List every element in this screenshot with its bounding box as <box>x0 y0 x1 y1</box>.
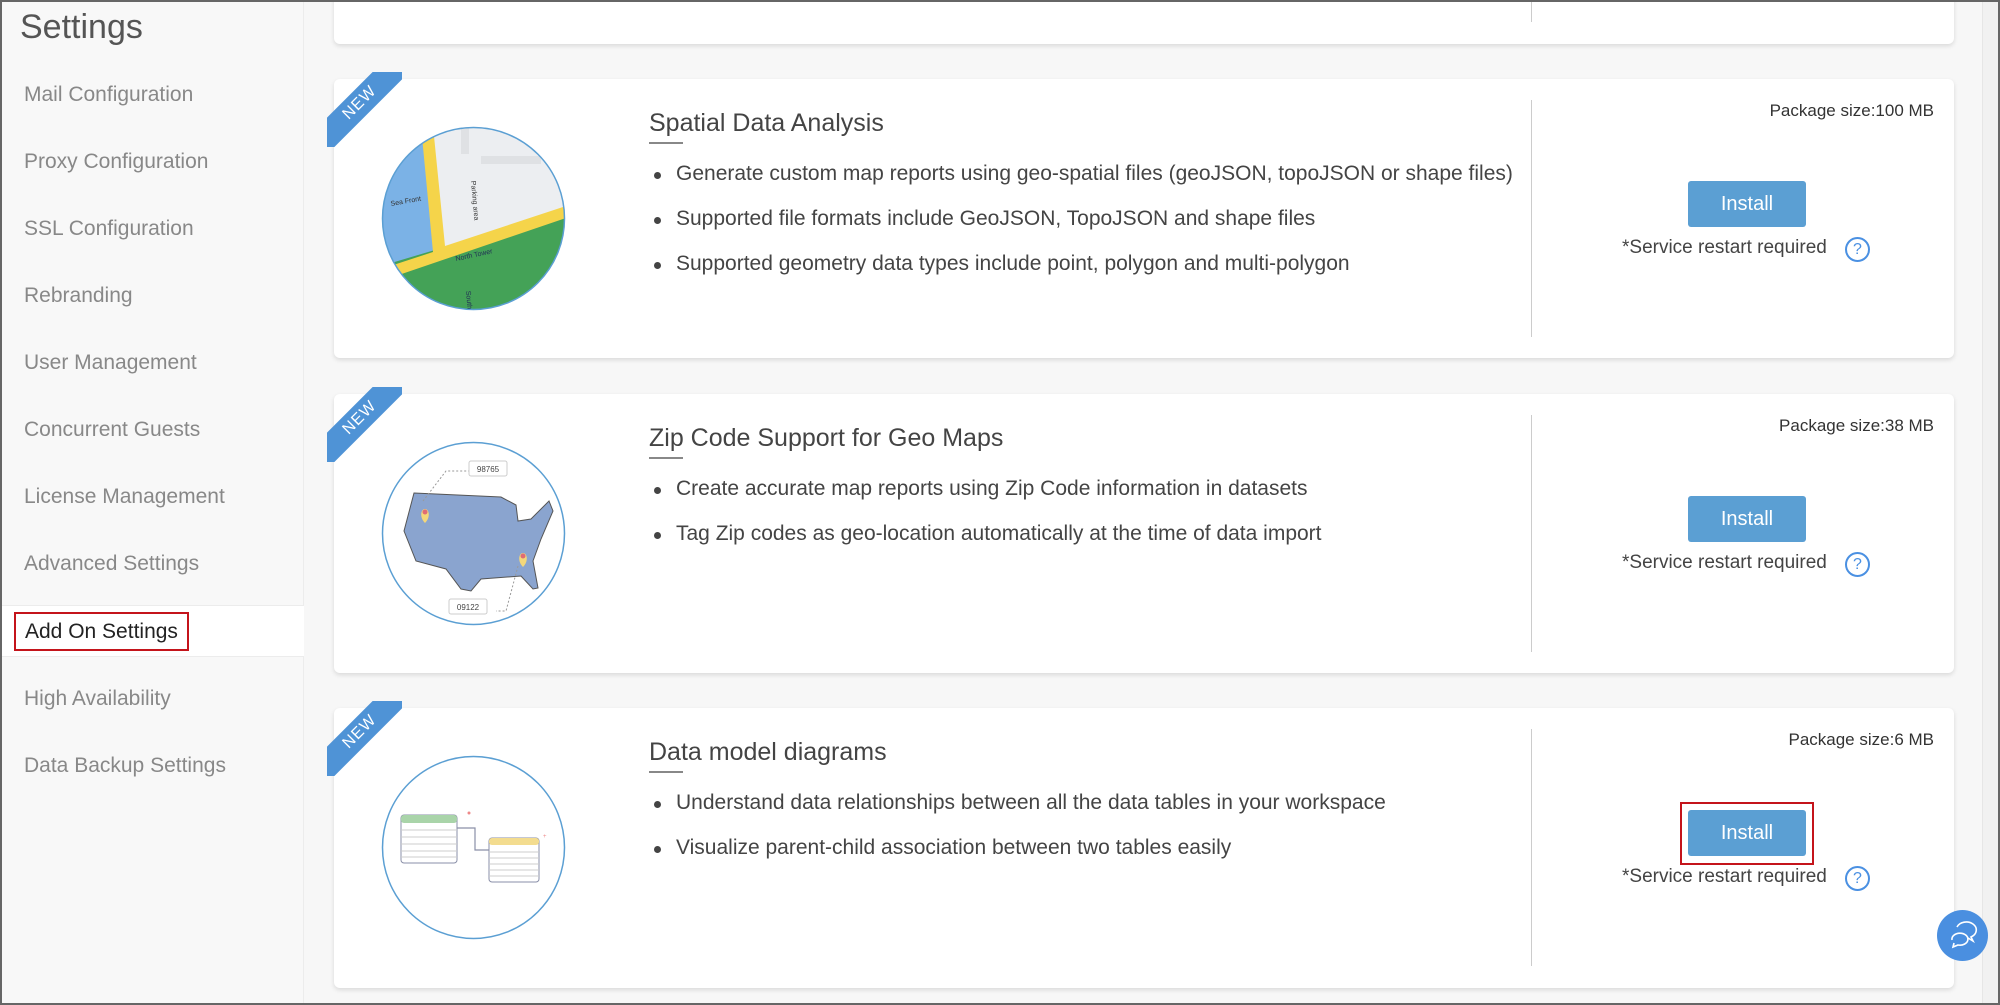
feature-item: Tag Zip codes as geo-location automatica… <box>654 522 1322 567</box>
sidebar-item-concurrent-guests[interactable]: Concurrent Guests <box>2 404 304 456</box>
help-icon[interactable]: ? <box>1845 866 1870 891</box>
sidebar-item-label: Concurrent Guests <box>24 418 201 441</box>
package-size: Package size:6 MB <box>1788 730 1934 749</box>
sidebar-item-proxy-configuration[interactable]: Proxy Configuration <box>2 136 304 188</box>
addon-card-zip-code-support: NEW 98765 09122 Zip Code Support for Geo… <box>327 387 1954 673</box>
highlight-box <box>1680 802 1814 865</box>
addon-title: Zip Code Support for Geo Maps <box>649 424 1004 459</box>
addon-card-spatial-data-analysis: NEW Sea Front Parking area North Tower S… <box>327 72 1954 358</box>
zip-label: 09122 <box>457 603 480 612</box>
divider <box>1531 729 1532 966</box>
chat-bubbles-icon <box>1951 921 1978 949</box>
feature-list: Understand data relationships between al… <box>654 791 1386 881</box>
map-label: Parking area <box>469 181 479 221</box>
sidebar-item-label: High Availability <box>24 687 171 710</box>
spatial-map-illustration: Sea Front Parking area North Tower South <box>381 126 566 311</box>
help-icon[interactable]: ? <box>1845 552 1870 577</box>
sidebar-item-label: User Management <box>24 351 197 374</box>
sidebar-item-license-management[interactable]: License Management <box>2 471 304 523</box>
feature-list: Generate custom map reports using geo-sp… <box>654 162 1513 297</box>
sidebar-item-high-availability[interactable]: High Availability <box>2 673 304 725</box>
divider <box>1531 415 1532 652</box>
install-button[interactable]: Install <box>1688 181 1806 227</box>
map-label: South <box>464 291 473 310</box>
install-button[interactable]: Install <box>1688 496 1806 542</box>
sidebar-item-label: Proxy Configuration <box>24 150 209 173</box>
feature-list: Create accurate map reports using Zip Co… <box>654 477 1322 567</box>
sidebar-item-mail-configuration[interactable]: Mail Configuration <box>2 69 304 121</box>
sidebar-item-data-backup-settings[interactable]: Data Backup Settings <box>2 740 304 792</box>
restart-note: *Service restart required <box>1622 237 1827 258</box>
feature-item: Generate custom map reports using geo-sp… <box>654 162 1513 207</box>
addon-card-previous <box>334 2 1954 44</box>
feature-item: Supported geometry data types include po… <box>654 252 1513 297</box>
restart-note: *Service restart required <box>1622 552 1827 573</box>
feature-item: Supported file formats include GeoJSON, … <box>654 207 1513 252</box>
restart-note: *Service restart required <box>1622 866 1827 887</box>
package-size: Package size:38 MB <box>1779 416 1934 435</box>
sidebar-item-add-on-settings[interactable]: Add On Settings <box>2 605 304 657</box>
us-map-illustration: 98765 09122 <box>381 441 566 626</box>
divider <box>1531 2 1532 22</box>
sidebar-item-label: Rebranding <box>24 284 133 307</box>
feature-item: Understand data relationships between al… <box>654 791 1386 836</box>
divider <box>1531 100 1532 337</box>
package-size: Package size:100 MB <box>1769 101 1934 120</box>
scrollbar[interactable] <box>1982 2 1998 1003</box>
zip-label: 98765 <box>477 465 500 474</box>
data-model-illustration: + <box>381 755 566 940</box>
feature-item: Create accurate map reports using Zip Co… <box>654 477 1322 522</box>
addon-card-data-model-diagrams: NEW + Data model diagrams Understand dat… <box>327 701 1954 988</box>
sidebar-item-label: Data Backup Settings <box>24 754 226 777</box>
feature-item: Visualize parent-child association betwe… <box>654 836 1386 881</box>
sidebar-item-ssl-configuration[interactable]: SSL Configuration <box>2 203 304 255</box>
help-icon[interactable]: ? <box>1845 237 1870 262</box>
sidebar-item-label: Add On Settings <box>14 612 189 651</box>
install-button[interactable]: Install <box>1688 810 1806 856</box>
chat-button[interactable] <box>1937 910 1988 961</box>
addon-title: Data model diagrams <box>649 738 887 773</box>
sidebar-item-rebranding[interactable]: Rebranding <box>2 270 304 322</box>
sidebar-item-label: SSL Configuration <box>24 217 194 240</box>
page-title: Settings <box>20 8 143 46</box>
sidebar-item-label: Advanced Settings <box>24 552 200 575</box>
sidebar-item-label: Mail Configuration <box>24 83 194 106</box>
sidebar-item-advanced-settings[interactable]: Advanced Settings <box>2 538 304 590</box>
sidebar: Settings Mail Configuration Proxy Config… <box>2 2 304 1003</box>
sidebar-item-user-management[interactable]: User Management <box>2 337 304 389</box>
svg-text:+: + <box>543 834 547 840</box>
sidebar-item-label: License Management <box>24 485 225 508</box>
addon-title: Spatial Data Analysis <box>649 109 884 144</box>
